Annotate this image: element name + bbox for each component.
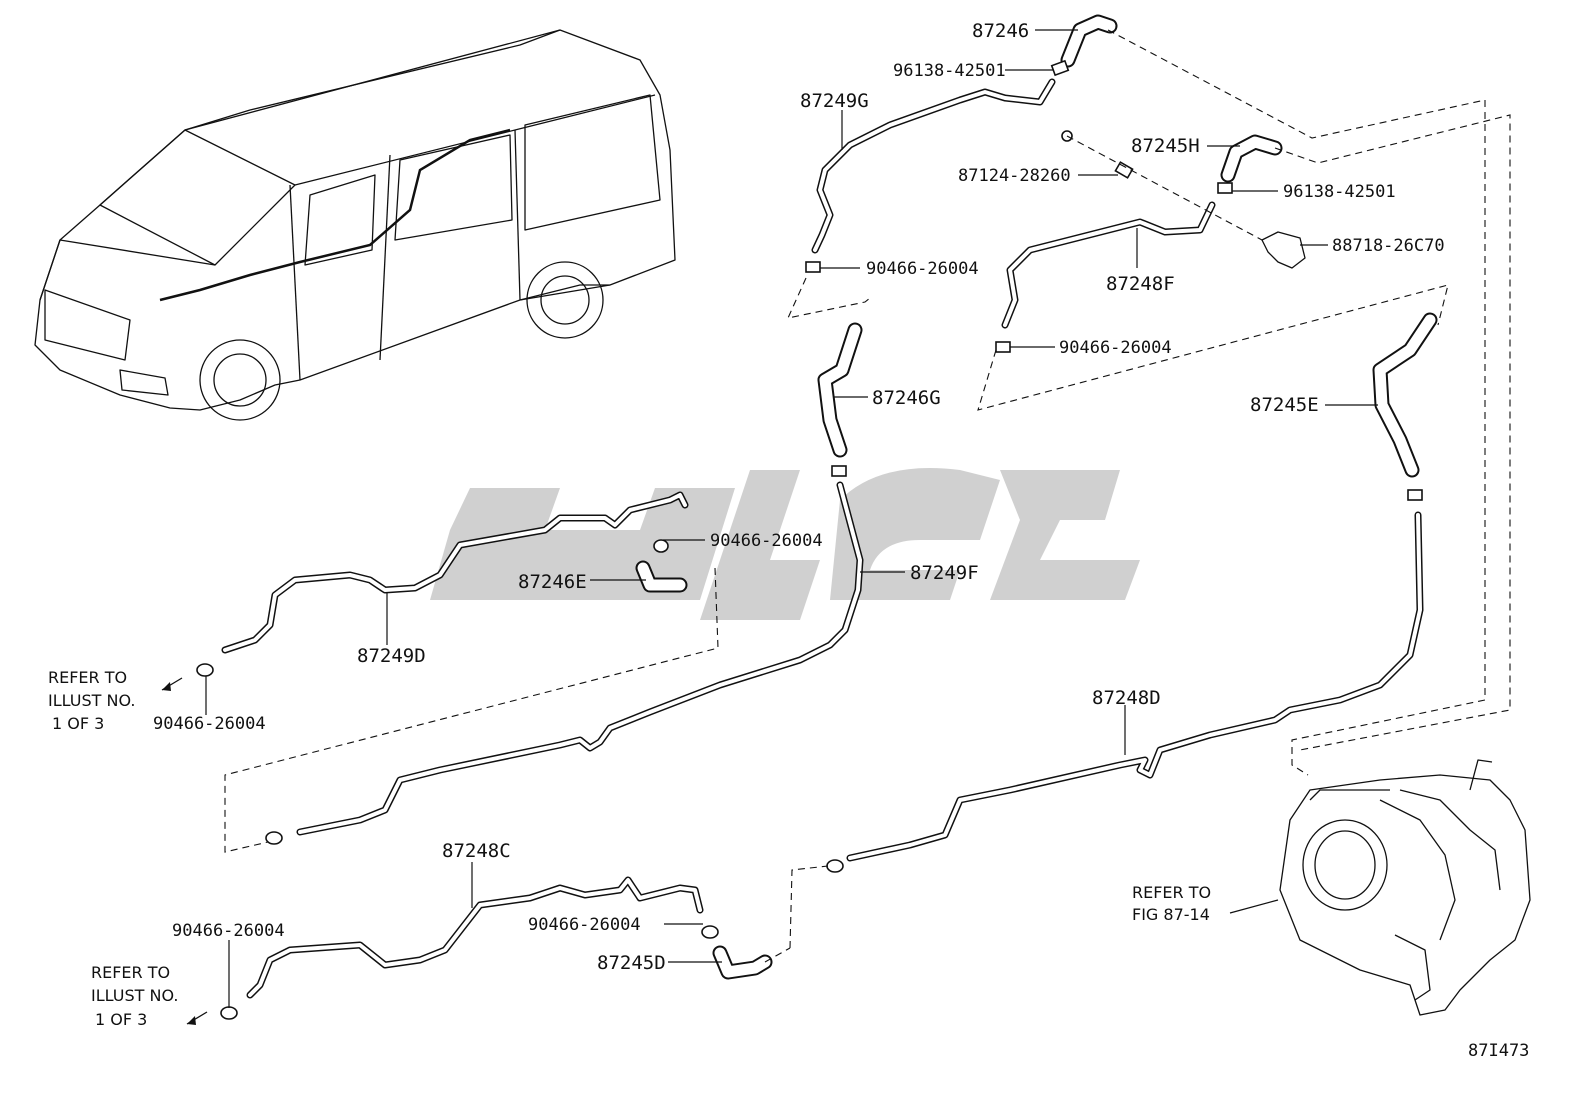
refer-note-line: REFER TO bbox=[1132, 883, 1211, 902]
refer-note-line: REFER TO bbox=[48, 668, 127, 687]
label-90466-26004-a: 90466-26004 bbox=[866, 259, 979, 279]
label-87248D: 87248D bbox=[1092, 687, 1161, 709]
label-87246E: 87246E bbox=[518, 571, 587, 593]
label-87249F: 87249F bbox=[910, 562, 979, 584]
label-87124-28260: 87124-28260 bbox=[958, 166, 1071, 186]
hvac-unit-illustration bbox=[1279, 759, 1531, 1016]
label-90466-26004-d: 90466-26004 bbox=[153, 714, 266, 734]
label-87245E: 87245E bbox=[1250, 394, 1319, 416]
label-90466-26004-f: 90466-26004 bbox=[172, 921, 285, 941]
label-87249D: 87249D bbox=[357, 645, 426, 667]
label-90466-26004-c: 90466-26004 bbox=[710, 531, 823, 551]
label-87245D: 87245D bbox=[597, 952, 666, 974]
label-90466-26004-b: 90466-26004 bbox=[1059, 338, 1172, 358]
label-87248F: 87248F bbox=[1106, 273, 1175, 295]
refer-note-line: 1 OF 3 bbox=[95, 1010, 147, 1029]
label-96138-42501-right: 96138-42501 bbox=[1283, 182, 1396, 202]
refer-note-illust-1: REFER TO ILLUST NO. 1 OF 3 bbox=[48, 668, 135, 733]
van-illustration bbox=[34, 29, 676, 421]
label-87246G: 87246G bbox=[872, 387, 941, 409]
label-90466-26004-e: 90466-26004 bbox=[528, 915, 641, 935]
refer-note-line: FIG 87-14 bbox=[1132, 905, 1210, 924]
refer-note-line: ILLUST NO. bbox=[91, 986, 178, 1005]
label-88718-26C70: 88718-26C70 bbox=[1332, 236, 1445, 256]
refer-note-line: REFER TO bbox=[91, 963, 170, 982]
label-96138-42501-top: 96138-42501 bbox=[893, 61, 1006, 81]
refer-note-line: ILLUST NO. bbox=[48, 691, 135, 710]
label-87249G: 87249G bbox=[800, 90, 869, 112]
illustration-number: 87I473 bbox=[1468, 1041, 1529, 1061]
refer-note-line: 1 OF 3 bbox=[52, 714, 104, 733]
label-87245H: 87245H bbox=[1131, 135, 1200, 157]
label-87248C: 87248C bbox=[442, 840, 511, 862]
refer-note-illust-2: REFER TO ILLUST NO. 1 OF 3 bbox=[91, 963, 178, 1029]
label-87246: 87246 bbox=[972, 20, 1029, 42]
watermark-logo bbox=[430, 468, 1140, 620]
refer-note-fig: REFER TO FIG 87-14 bbox=[1132, 883, 1211, 924]
